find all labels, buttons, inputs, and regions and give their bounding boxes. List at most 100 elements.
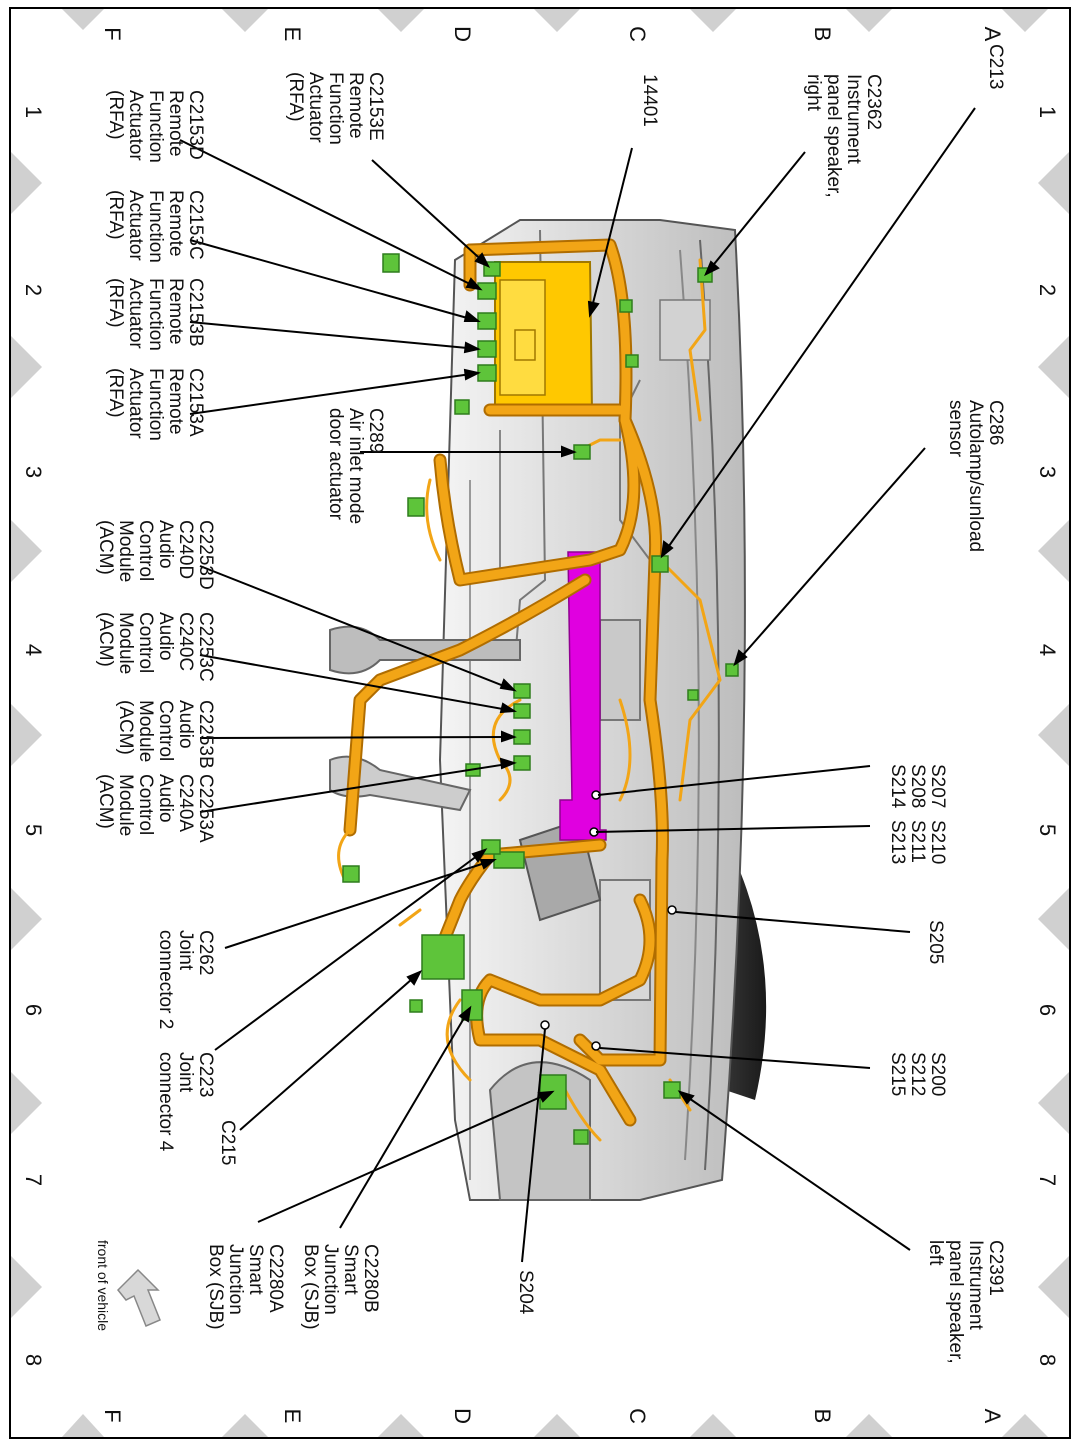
callout-c2153c: C2153CRemoteFunctionActuator(RFA) bbox=[105, 190, 206, 263]
callout-c2153d: C2153DRemoteFunctionActuator(RFA) bbox=[105, 90, 206, 163]
callout-line: Function bbox=[325, 72, 346, 145]
grid-row-label-bottom: F bbox=[100, 1409, 125, 1422]
splice-s200 bbox=[591, 1041, 601, 1051]
grid-col-label-right: 5 bbox=[1035, 824, 1060, 836]
callout-line: S204 bbox=[515, 1270, 536, 1315]
callout-line: S212 bbox=[907, 1052, 928, 1096]
callout-line: S210 bbox=[927, 820, 948, 864]
callout-line: (RFA) bbox=[105, 190, 126, 240]
callout-c289: C289Air inlet modedoor actuator bbox=[325, 408, 386, 524]
callout-line: door actuator bbox=[325, 408, 346, 521]
callout-c2280a: C2280ASmartJunctionBox (SJB) bbox=[205, 1244, 286, 1330]
callout-line: C262 bbox=[195, 930, 216, 975]
callout-line: (ACM) bbox=[95, 520, 116, 575]
grid-col-label-right: 7 bbox=[1035, 1174, 1060, 1186]
callout-line: (RFA) bbox=[105, 368, 126, 418]
frame bbox=[9, 7, 1071, 1439]
grid-col-label-left: 5 bbox=[21, 824, 46, 836]
grid-col-label-left: 7 bbox=[21, 1174, 46, 1186]
callout-line: S205 bbox=[925, 920, 946, 964]
callout-line: Smart bbox=[340, 1244, 361, 1295]
callout-line: Control bbox=[135, 612, 156, 673]
callout-c2153b: C2153BRemoteFunctionActuator(RFA) bbox=[105, 278, 206, 351]
callout-line: Module bbox=[115, 520, 136, 582]
front-of-vehicle-label: front of vehicle bbox=[95, 1240, 111, 1331]
callout-line: C2153E bbox=[365, 72, 386, 141]
splice-s205 bbox=[667, 905, 677, 915]
callout-s210: S210S211S213 bbox=[887, 820, 948, 864]
callout-line: Actuator bbox=[125, 368, 146, 439]
callout-line: sensor bbox=[945, 400, 966, 458]
callout-line: Remote bbox=[165, 190, 186, 257]
wire-harness bbox=[337, 238, 722, 1142]
grid-col-label-left: 1 bbox=[21, 106, 46, 118]
grid-markers bbox=[11, 9, 1069, 1437]
callout-s204: S204 bbox=[515, 1270, 536, 1315]
callout-line: C2253D bbox=[195, 520, 216, 590]
callout-line: Function bbox=[145, 278, 166, 351]
grid-col-label-right: 8 bbox=[1035, 1354, 1060, 1366]
callout-c213: C213 bbox=[985, 44, 1006, 89]
splice-s204 bbox=[540, 1020, 550, 1030]
grid-row-label-bottom: C bbox=[625, 1408, 650, 1424]
connector-c215 bbox=[421, 934, 465, 980]
connector-c2153d bbox=[477, 282, 497, 300]
callout-line: S200 bbox=[927, 1052, 948, 1096]
callout-line: Audio bbox=[155, 774, 176, 823]
callout-line: C2280A bbox=[265, 1244, 286, 1313]
callout-line: C240C bbox=[175, 612, 196, 671]
grid-row-label-bottom: D bbox=[450, 1408, 475, 1424]
callout-c2362: C2362Instrumentpanel speaker,right bbox=[803, 74, 884, 198]
connector-c2391 bbox=[663, 1081, 681, 1099]
callout-line: (ACM) bbox=[95, 612, 116, 667]
callout-line: S215 bbox=[887, 1052, 908, 1096]
callout-line: C213 bbox=[985, 44, 1006, 89]
callout-line: C223 bbox=[195, 1052, 216, 1097]
grid-col-label-left: 3 bbox=[21, 466, 46, 478]
callout-line: S214 bbox=[887, 764, 908, 809]
callout-line: left bbox=[925, 1240, 946, 1266]
callout-line: Control bbox=[135, 774, 156, 835]
callout-c2153a: C2153ARemoteFunctionActuator(RFA) bbox=[105, 368, 206, 441]
callout-line: Actuator bbox=[305, 72, 326, 143]
callout-line: S213 bbox=[887, 820, 908, 864]
grid-row-label-top: E bbox=[280, 27, 305, 42]
callout-line: C2253B bbox=[195, 700, 216, 769]
grid-col-label-right: 1 bbox=[1035, 106, 1060, 118]
callout-line: Function bbox=[145, 90, 166, 163]
callout-line: Joint bbox=[175, 930, 196, 971]
callout-line: C2153B bbox=[185, 278, 206, 347]
callout-line: (ACM) bbox=[115, 700, 136, 755]
connector-c2253c bbox=[513, 703, 531, 719]
grid-row-label-top: C bbox=[625, 26, 650, 42]
callout-line: S211 bbox=[907, 820, 928, 863]
callout-line: Box (SJB) bbox=[300, 1244, 321, 1330]
front-of-vehicle-indicator: front of vehicle bbox=[95, 1240, 161, 1331]
grid-row-label-bottom: A bbox=[980, 1409, 1005, 1424]
callout-line: Air inlet mode bbox=[345, 408, 366, 524]
callout-line: Remote bbox=[165, 368, 186, 435]
connector-c2153c bbox=[477, 312, 497, 330]
callout-line: panel speaker, bbox=[823, 74, 844, 198]
callout-c286: C286Autolamp/sunloadsensor bbox=[945, 400, 1006, 552]
grid-row-label-bottom: E bbox=[280, 1409, 305, 1424]
callout-line: connector 4 bbox=[155, 1052, 176, 1152]
callout-line: (ACM) bbox=[95, 774, 116, 829]
grid-col-label-right: 6 bbox=[1035, 1004, 1060, 1016]
callout-line: 14401 bbox=[639, 74, 660, 127]
callout-line: S208 bbox=[907, 764, 928, 808]
callout-line: C2391 bbox=[985, 1240, 1006, 1296]
cross-car-beam bbox=[559, 551, 607, 841]
callout-line: (RFA) bbox=[105, 90, 126, 140]
callout-line: C286 bbox=[985, 400, 1006, 445]
grid-row-label-bottom: B bbox=[810, 1409, 835, 1424]
callout-line: Instrument bbox=[843, 74, 864, 164]
grid-row-label-top: B bbox=[810, 27, 835, 42]
callout-line: C2153C bbox=[185, 190, 206, 260]
callout-line: Junction bbox=[320, 1244, 341, 1315]
callout-line: Remote bbox=[165, 90, 186, 157]
callout-line: C2280B bbox=[360, 1244, 381, 1313]
